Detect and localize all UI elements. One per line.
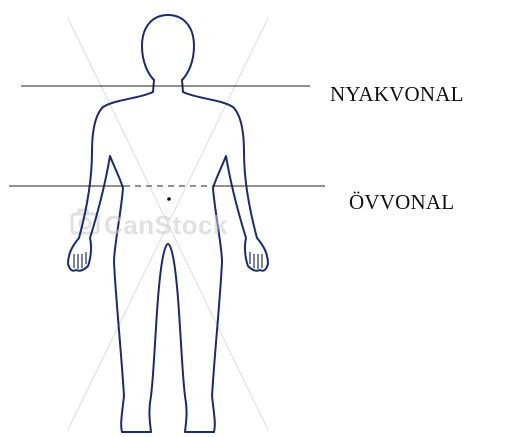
right-hand-fingers [250,252,262,269]
waist-line-label: ÖVVONAL [349,190,454,215]
navel-dot [167,197,171,201]
left-hand-fingers [74,252,86,269]
neck-line-label: NYAKVONAL [330,82,464,107]
watermark-text: CanStock [104,210,228,241]
